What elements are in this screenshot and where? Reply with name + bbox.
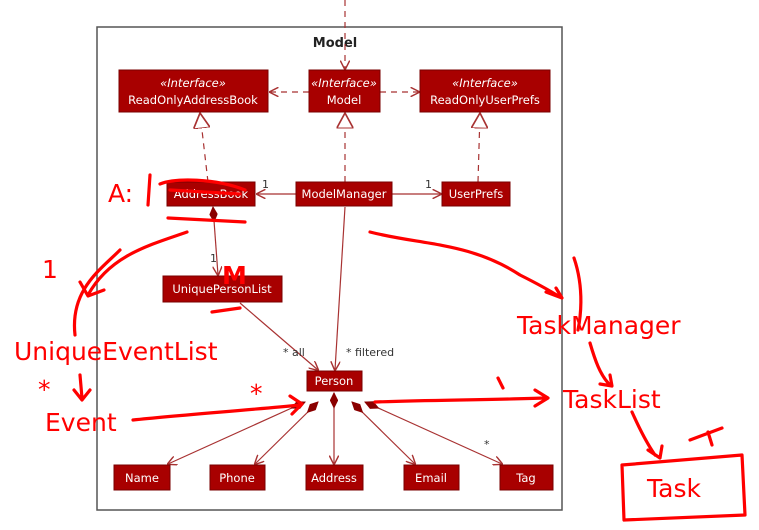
class-address[interactable]: Address — [305, 464, 364, 491]
edge-person-tag — [365, 402, 502, 464]
class-addressbook[interactable]: AddressBook — [166, 181, 256, 207]
class-label: Person — [315, 374, 354, 388]
stereotype-label: «Interface» — [311, 76, 377, 90]
class-readonlyuserprefs[interactable]: «Interface» ReadOnlyUserPrefs — [419, 69, 551, 113]
package-title: Model — [313, 36, 357, 51]
annotation-arrow-person-tasklist — [373, 388, 550, 408]
class-label: Model — [327, 93, 362, 107]
mult-mm-ab: 1 — [262, 178, 269, 191]
class-email[interactable]: Email — [403, 464, 460, 491]
class-label: Email — [415, 471, 447, 485]
annotation-arrow-task — [630, 410, 664, 460]
edge-ab-implements — [200, 113, 208, 183]
mult-all: * all — [283, 346, 305, 359]
class-label: ReadOnlyAddressBook — [128, 93, 258, 107]
class-tag[interactable]: Tag — [499, 464, 554, 491]
annotation-dash — [210, 306, 242, 314]
class-readonlyaddressbook[interactable]: «Interface» ReadOnlyAddressBook — [118, 69, 269, 113]
class-phone[interactable]: Phone — [209, 464, 266, 491]
class-uniquepersonlist[interactable]: UniquePersonList — [162, 275, 283, 303]
class-label: UserPrefs — [449, 187, 504, 201]
annotation-a-label: A: — [108, 179, 133, 208]
mult-ab-upl: 1 — [210, 252, 217, 265]
edge-ab-upl — [213, 207, 218, 275]
stereotype-label: «Interface» — [452, 76, 518, 90]
class-label: ModelManager — [302, 187, 387, 201]
class-model[interactable]: «Interface» Model — [308, 69, 381, 113]
class-person[interactable]: Person — [306, 370, 363, 392]
annotation-star-left: * — [38, 375, 51, 404]
annotation-arrow-event — [72, 373, 92, 402]
mult-tag: * — [484, 438, 490, 451]
annotation-curve — [72, 248, 122, 337]
annotation-arrow-taskmanager — [368, 230, 564, 300]
annotation-m-label: M — [222, 261, 247, 290]
class-label: Address — [311, 471, 357, 485]
class-userprefs[interactable]: UserPrefs — [441, 181, 511, 207]
class-label: UniquePersonList — [172, 282, 272, 296]
class-name[interactable]: Name — [113, 464, 171, 491]
annotation-task-box — [620, 453, 747, 522]
class-label: Name — [125, 471, 159, 485]
annotation-scribble — [146, 173, 247, 207]
annotation-task-manager: TaskManager — [516, 311, 681, 340]
class-label: Phone — [219, 471, 255, 485]
edge-upl-person — [239, 302, 318, 370]
class-label: ReadOnlyUserPrefs — [430, 93, 540, 107]
annotation-tick — [496, 376, 505, 390]
annotation-event: Event — [45, 408, 117, 437]
annotation-mark — [688, 426, 724, 447]
class-label: Tag — [515, 471, 535, 485]
edge-person-phone — [255, 402, 318, 464]
stereotype-label: «Interface» — [160, 76, 226, 90]
class-modelmanager[interactable]: ModelManager — [295, 181, 393, 207]
edges — [168, 0, 502, 464]
annotation-arrow-uel — [78, 230, 189, 298]
annotation-arrow-tasklist — [588, 341, 614, 388]
annotation-task-list: TaskList — [562, 385, 661, 414]
annotation-unique-event-list: UniqueEventList — [14, 337, 218, 366]
annotation-curve-tm — [572, 256, 583, 332]
handwritten-annotations: A: M 1 UniqueEventList * Event * TaskMan… — [14, 173, 747, 522]
mult-mm-up: 1 — [425, 178, 432, 191]
annotation-star-person: * — [250, 379, 263, 408]
annotation-task: Task — [646, 474, 701, 503]
annotation-underline — [166, 216, 247, 224]
edge-up-implements — [478, 113, 480, 183]
mult-filtered: * filtered — [346, 346, 394, 359]
annotation-one-label: 1 — [42, 255, 58, 284]
edge-mm-person — [335, 206, 346, 370]
annotation-arrow-event-person — [131, 394, 304, 422]
